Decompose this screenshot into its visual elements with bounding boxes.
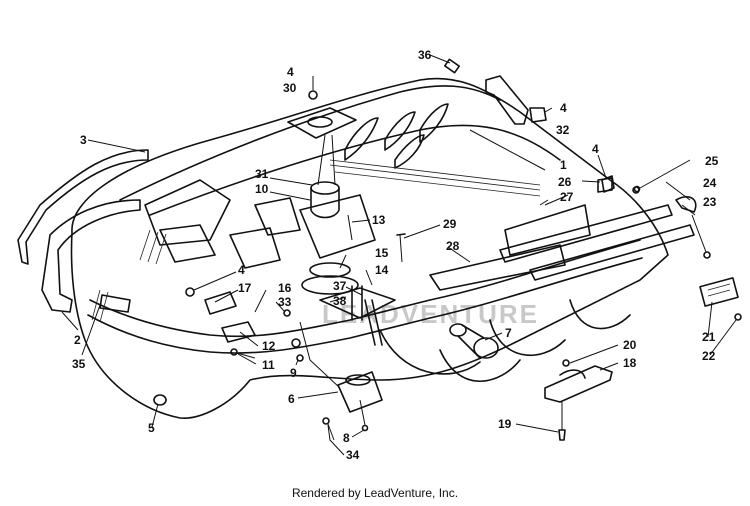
left-trim-rails	[17, 149, 149, 313]
callout-20: 20	[623, 338, 637, 352]
callout-30: 30	[283, 81, 297, 95]
callout-13: 13	[372, 213, 386, 227]
callout-4-upper: 4	[592, 142, 599, 156]
callout-33: 33	[278, 295, 292, 309]
callout-31: 31	[255, 167, 269, 181]
callout-27: 27	[560, 190, 574, 204]
callout-11: 11	[262, 358, 275, 372]
badge-35	[99, 294, 131, 313]
callout-7: 7	[505, 326, 512, 340]
top-right-bracket	[443, 58, 547, 125]
grommet-5	[153, 394, 167, 406]
render-credit: Rendered by LeadVenture, Inc.	[291, 486, 459, 500]
callout-15: 15	[375, 246, 389, 260]
callout-4-left: 4	[238, 263, 245, 277]
leader-lines	[61, 54, 737, 456]
callout-16: 16	[278, 281, 292, 295]
headlight-assembly	[337, 371, 383, 432]
hood-body	[70, 77, 695, 419]
callout-25: 25	[705, 154, 719, 168]
callout-23: 23	[703, 195, 717, 209]
screws-13-29	[347, 214, 406, 263]
callout-3: 3	[80, 133, 87, 147]
callout-21: 21	[702, 330, 716, 344]
callout-2: 2	[74, 333, 81, 347]
callout-5: 5	[148, 421, 155, 435]
left-mounts	[185, 287, 291, 317]
callout-29: 29	[443, 217, 457, 231]
callout-6: 6	[288, 392, 295, 406]
steering-tower	[299, 134, 376, 295]
callout-37: 37	[333, 279, 347, 293]
side-panel	[429, 204, 591, 291]
callout-32: 32	[556, 123, 570, 137]
callout-38: 38	[333, 294, 347, 308]
callout-22: 22	[702, 349, 716, 363]
callout-18: 18	[623, 356, 637, 370]
callout-labels: 36 4 30 4 32 3 1 4 25 26 24 31 10 27 23 …	[72, 48, 719, 462]
callout-24: 24	[703, 176, 717, 190]
callout-9: 9	[290, 366, 297, 380]
callout-26: 26	[558, 175, 572, 189]
front-fasteners	[221, 321, 304, 362]
callout-17: 17	[238, 281, 252, 295]
callout-36: 36	[418, 48, 432, 62]
callout-4-top: 4	[287, 65, 294, 79]
lower-bracket	[544, 359, 613, 441]
screw-34	[322, 417, 335, 441]
callout-35: 35	[72, 357, 86, 371]
center-bracket	[319, 285, 396, 346]
top-plate	[287, 90, 357, 139]
callout-34: 34	[346, 448, 360, 462]
top-right-small-parts	[539, 175, 641, 206]
callout-4-right: 4	[560, 101, 567, 115]
callout-19: 19	[498, 417, 512, 431]
callout-14: 14	[375, 263, 389, 277]
knob	[449, 323, 499, 359]
callout-8: 8	[343, 431, 350, 445]
callout-1: 1	[560, 158, 567, 172]
tail-light	[699, 277, 742, 321]
watermark: LEADVENTURE	[322, 299, 539, 329]
callout-28: 28	[446, 239, 460, 253]
callout-10: 10	[255, 182, 269, 196]
callout-12: 12	[262, 339, 276, 353]
